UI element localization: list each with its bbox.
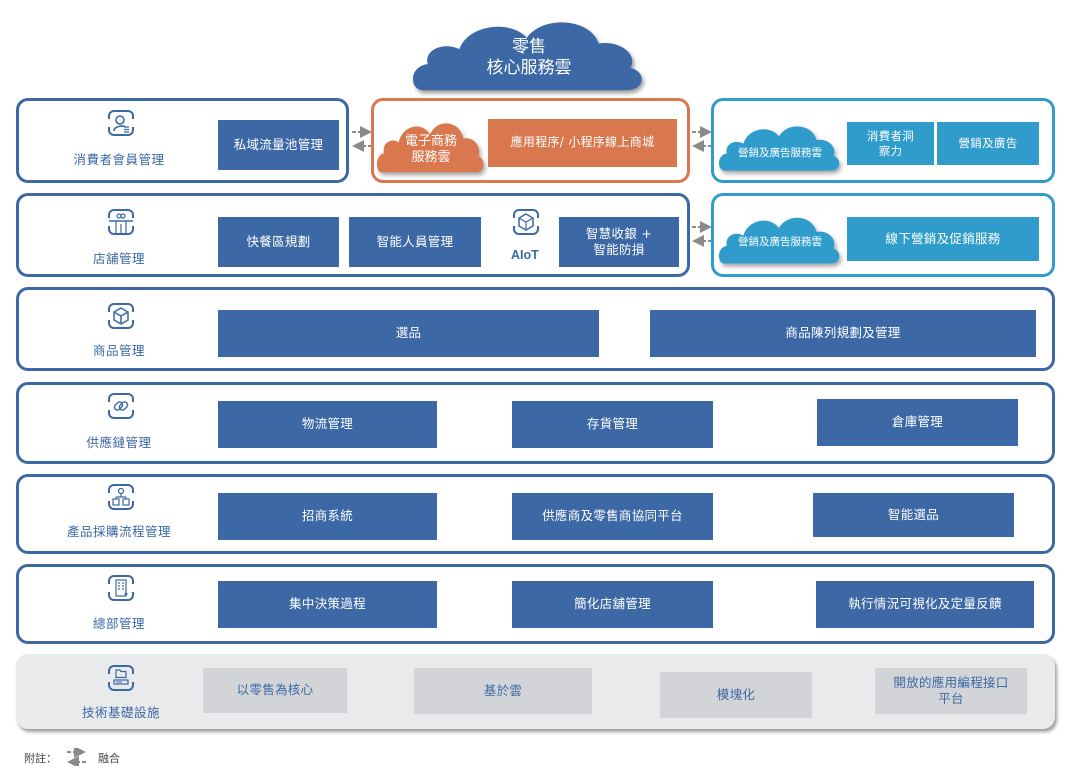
open-api-line1: 開放的應用編程接口 bbox=[893, 674, 1009, 690]
merchant-recruitment-system-box: 招商系統 bbox=[218, 493, 437, 540]
ecommerce-cloud: 電子商務 服務雲 bbox=[377, 113, 485, 175]
legend-label: 融合 bbox=[98, 752, 120, 765]
row-headquarters-management: 總部管理 集中決策過程 簡化店舖管理 執行情況可視化及定量反饋 bbox=[16, 564, 1055, 644]
fusion-arrows-icon bbox=[692, 126, 712, 152]
private-traffic-pool-box: 私域流量池管理 bbox=[218, 120, 339, 170]
app-miniprogram-mall-box: 應用程序/ 小程序線上商城 bbox=[488, 119, 677, 167]
row-marketing-advertising-top: 營銷及廣告服務雲 消費者洞 察力 營銷及廣告 bbox=[711, 98, 1055, 183]
link-icon bbox=[107, 393, 135, 419]
cloud-based-box: 基於雲 bbox=[414, 668, 592, 714]
core-cloud-line1: 零售 bbox=[512, 36, 546, 57]
smart-product-selection-box: 智能選品 bbox=[813, 493, 1014, 537]
warehouse-management-box: 倉庫管理 bbox=[817, 399, 1018, 446]
bidirectional-dashed-arrows-icon bbox=[67, 748, 86, 766]
offline-marketing-promotion-box: 線下營銷及促銷服務 bbox=[847, 217, 1039, 261]
row-label: 總部管理 bbox=[92, 616, 145, 631]
merchandise-display-planning-box: 商品陳列規劃及管理 bbox=[650, 310, 1036, 357]
row-label: 消費者會員管理 bbox=[73, 152, 165, 167]
fusion-arrows-icon bbox=[692, 221, 712, 247]
row-label: 技術基礎設施 bbox=[81, 705, 160, 720]
row-store-management: 店舖管理 快餐區規劃 智能人員管理 AIoT 智慧收銀 + 智能防損 bbox=[16, 193, 690, 277]
retail-centric-box: 以零售為核心 bbox=[203, 668, 347, 713]
open-api-platform-box: 開放的應用編程接口 平台 bbox=[875, 668, 1027, 714]
consumer-insight-box: 消費者洞 察力 bbox=[847, 122, 934, 165]
row-procurement-process-management: 產品採購流程管理 招商系統 供應商及零售商協同平台 智能選品 bbox=[16, 474, 1055, 554]
marketing-cloud-label: 營銷及廣告服務雲 bbox=[738, 236, 822, 249]
iot-cube-icon bbox=[512, 209, 540, 235]
modular-box: 模塊化 bbox=[660, 672, 812, 718]
marketing-advertising-box: 營銷及廣告 bbox=[937, 122, 1039, 165]
aiot-label: AIoT bbox=[511, 248, 539, 262]
row-label: 店舖管理 bbox=[92, 251, 145, 266]
smart-checkout-line2: 智能防損 bbox=[593, 242, 645, 257]
row-label: 商品管理 bbox=[92, 343, 145, 358]
row-product-management: 商品管理 選品 商品陳列規劃及管理 bbox=[16, 287, 1055, 371]
user-list-icon bbox=[107, 110, 135, 136]
row-consumer-member-management: 消費者會員管理 私域流量池管理 bbox=[16, 98, 349, 183]
row-supply-chain-management: 供應鏈管理 物流管理 存貨管理 倉庫管理 bbox=[16, 382, 1055, 464]
smart-checkout-line1: 智慧收銀 + bbox=[585, 225, 653, 241]
org-chart-icon bbox=[107, 484, 135, 510]
row-label: 產品採購流程管理 bbox=[66, 524, 171, 539]
consumer-insight-line2: 察力 bbox=[878, 143, 903, 158]
row-label: 供應鏈管理 bbox=[86, 435, 152, 450]
fast-food-zone-planning-box: 快餐區規劃 bbox=[218, 217, 339, 267]
row-marketing-advertising-bottom: 營銷及廣告服務雲 線下營銷及促銷服務 bbox=[711, 193, 1055, 277]
building-icon bbox=[107, 575, 135, 601]
smart-staff-management-box: 智能人員管理 bbox=[349, 217, 481, 267]
fusion-arrows-icon bbox=[352, 126, 372, 152]
consumer-insight-line1: 消費者洞 bbox=[866, 128, 915, 143]
row-ecommerce-service: 電子商務 服務雲 應用程序/ 小程序線上商城 bbox=[371, 98, 690, 183]
core-cloud-line2: 核心服務雲 bbox=[486, 58, 572, 78]
supplier-retailer-collaboration-box: 供應商及零售商協同平台 bbox=[512, 493, 713, 540]
product-selection-box: 選品 bbox=[218, 310, 599, 357]
logistics-management-box: 物流管理 bbox=[218, 401, 437, 448]
ecommerce-cloud-line2: 服務雲 bbox=[411, 150, 451, 165]
legend-prefix: 附註： bbox=[24, 752, 57, 765]
storefront-icon bbox=[107, 209, 135, 235]
ecommerce-cloud-line1: 電子商務 bbox=[404, 133, 457, 149]
centralized-decision-box: 集中決策過程 bbox=[218, 581, 437, 628]
execution-visualization-feedback-box: 執行情況可視化及定量反饋 bbox=[816, 581, 1034, 628]
marketing-cloud-label: 營銷及廣告服務雲 bbox=[738, 147, 822, 160]
core-retail-cloud: 零售 核心服務雲 bbox=[413, 8, 645, 94]
smart-checkout-loss-prevention-box: 智慧收銀 + 智能防損 bbox=[559, 217, 679, 267]
simplified-store-management-box: 簡化店舖管理 bbox=[512, 581, 713, 628]
cube-icon bbox=[107, 303, 135, 329]
marketing-cloud: 營銷及廣告服務雲 bbox=[719, 208, 841, 266]
marketing-cloud: 營銷及廣告服務雲 bbox=[719, 117, 841, 173]
server-folder-icon bbox=[107, 665, 135, 691]
open-api-line2: 平台 bbox=[938, 691, 964, 706]
inventory-management-box: 存貨管理 bbox=[512, 401, 713, 448]
row-technical-infrastructure: 技術基礎設施 以零售為核心 基於雲 模塊化 開放的應用編程接口 平台 bbox=[16, 654, 1055, 729]
